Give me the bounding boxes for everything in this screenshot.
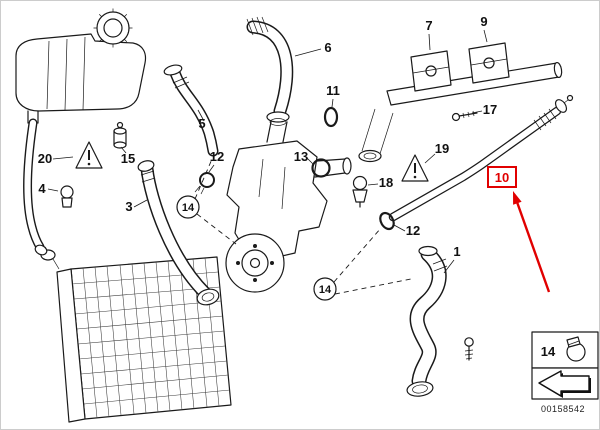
expansion-tank [15, 33, 147, 124]
callout-18[interactable]: 18 [379, 175, 393, 190]
callout-17[interactable]: 17 [483, 102, 497, 117]
callout-3[interactable]: 3 [125, 199, 132, 214]
callout-4[interactable]: 4 [38, 181, 46, 196]
hose-5 [163, 64, 219, 157]
coolant-pipe-assembly [386, 42, 563, 106]
clamp-badge-14-left[interactable]: 14 [176, 195, 200, 219]
o-ring-11 [323, 106, 339, 128]
callout-labels: 20 15 4 3 5 6 11 12 13 18 12 7 9 17 19 1 [38, 14, 497, 259]
highlight-arrow [513, 191, 551, 293]
filler-cap [93, 8, 133, 48]
bleed-screw-15 [113, 121, 127, 149]
callout-20[interactable]: 20 [38, 151, 52, 166]
callout-6[interactable]: 6 [324, 40, 331, 55]
sensor-18 [352, 175, 368, 208]
legend-arrow-box [531, 367, 599, 400]
screw-17 [451, 110, 478, 122]
hose-3 [137, 160, 220, 306]
callout-10-highlighted[interactable]: 10 [495, 170, 509, 185]
o-ring-12-right [379, 211, 395, 231]
callout-11[interactable]: 11 [326, 83, 340, 98]
leader-lines [47, 29, 488, 274]
o-ring-13 [311, 158, 331, 178]
doc-number: 00158542 [541, 404, 585, 414]
callout-1[interactable]: 1 [453, 244, 460, 259]
direction-arrow-icon [538, 370, 591, 398]
hose-clamp-icon [566, 336, 586, 362]
legend-clamp-box[interactable]: 14 [531, 331, 599, 369]
warning-triangle-left-icon [75, 141, 103, 169]
clamp-badge-14-center[interactable]: 14 [313, 277, 337, 301]
callout-15[interactable]: 15 [121, 151, 135, 166]
hose-1 [406, 245, 448, 397]
hose-6 [246, 16, 294, 126]
callout-19[interactable]: 19 [435, 141, 449, 156]
warning-triangle-right-icon [401, 154, 429, 182]
water-pump-assembly [225, 108, 394, 293]
temp-sensor-4 [60, 185, 74, 208]
callout-14-center[interactable]: 14 [319, 284, 332, 296]
radiator [40, 249, 232, 423]
callout-12-right[interactable]: 12 [406, 223, 420, 238]
hose-clamp-12-left [194, 172, 215, 195]
tank-hose [23, 118, 48, 256]
clamp-position-lines [194, 158, 412, 295]
coolant-pipe-10[interactable] [388, 94, 574, 222]
callout-7[interactable]: 7 [425, 18, 432, 33]
callout-14-left[interactable]: 14 [182, 202, 195, 214]
highlight-box: 10 [487, 166, 517, 188]
bolt-part [464, 337, 474, 361]
legend-clamp-label: 14 [541, 344, 556, 359]
callout-12-left[interactable]: 12 [210, 149, 224, 164]
callout-13[interactable]: 13 [294, 149, 308, 164]
callout-9[interactable]: 9 [480, 14, 487, 29]
callout-5[interactable]: 5 [198, 116, 205, 131]
